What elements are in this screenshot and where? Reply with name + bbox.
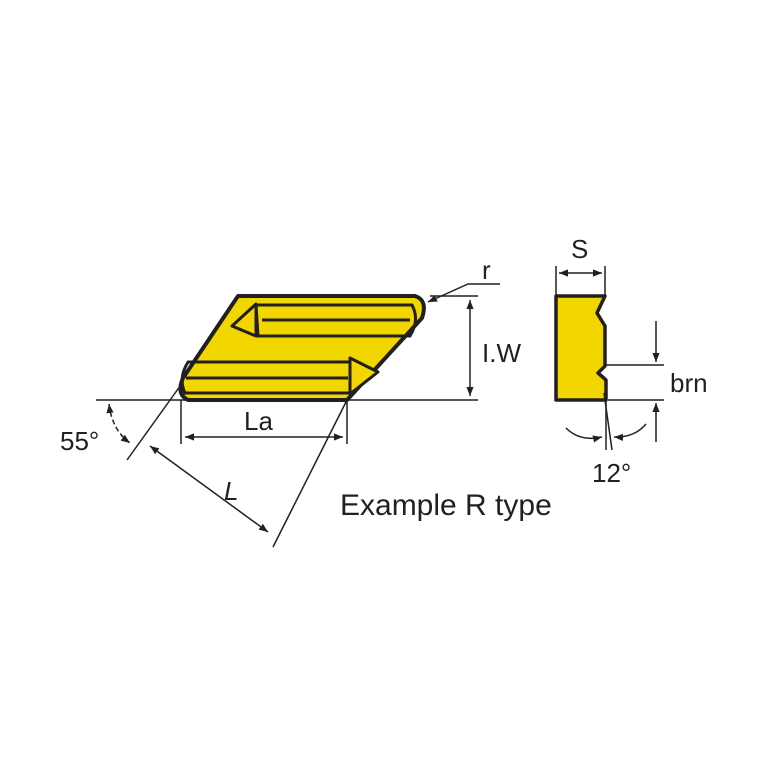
label-l: L xyxy=(224,476,238,506)
label-r: r xyxy=(482,255,491,285)
label-s: S xyxy=(571,234,588,264)
insert-body xyxy=(178,294,426,402)
insert-top-view xyxy=(178,294,426,402)
label-angle-55: 55° xyxy=(60,426,99,456)
upper-cutting-tip xyxy=(230,302,258,338)
insert-side-view xyxy=(554,294,608,402)
insert-dimensions xyxy=(96,283,500,548)
label-brn: brn xyxy=(670,368,708,398)
caption: Example R type xyxy=(340,489,552,522)
side-dimensions xyxy=(555,266,664,451)
label-la: La xyxy=(244,406,273,436)
side-body xyxy=(554,294,608,402)
upper-groove xyxy=(254,303,417,338)
label-iw: I.W xyxy=(482,338,521,368)
label-angle-12: 12° xyxy=(592,458,631,488)
lower-cutting-tip xyxy=(348,356,380,396)
